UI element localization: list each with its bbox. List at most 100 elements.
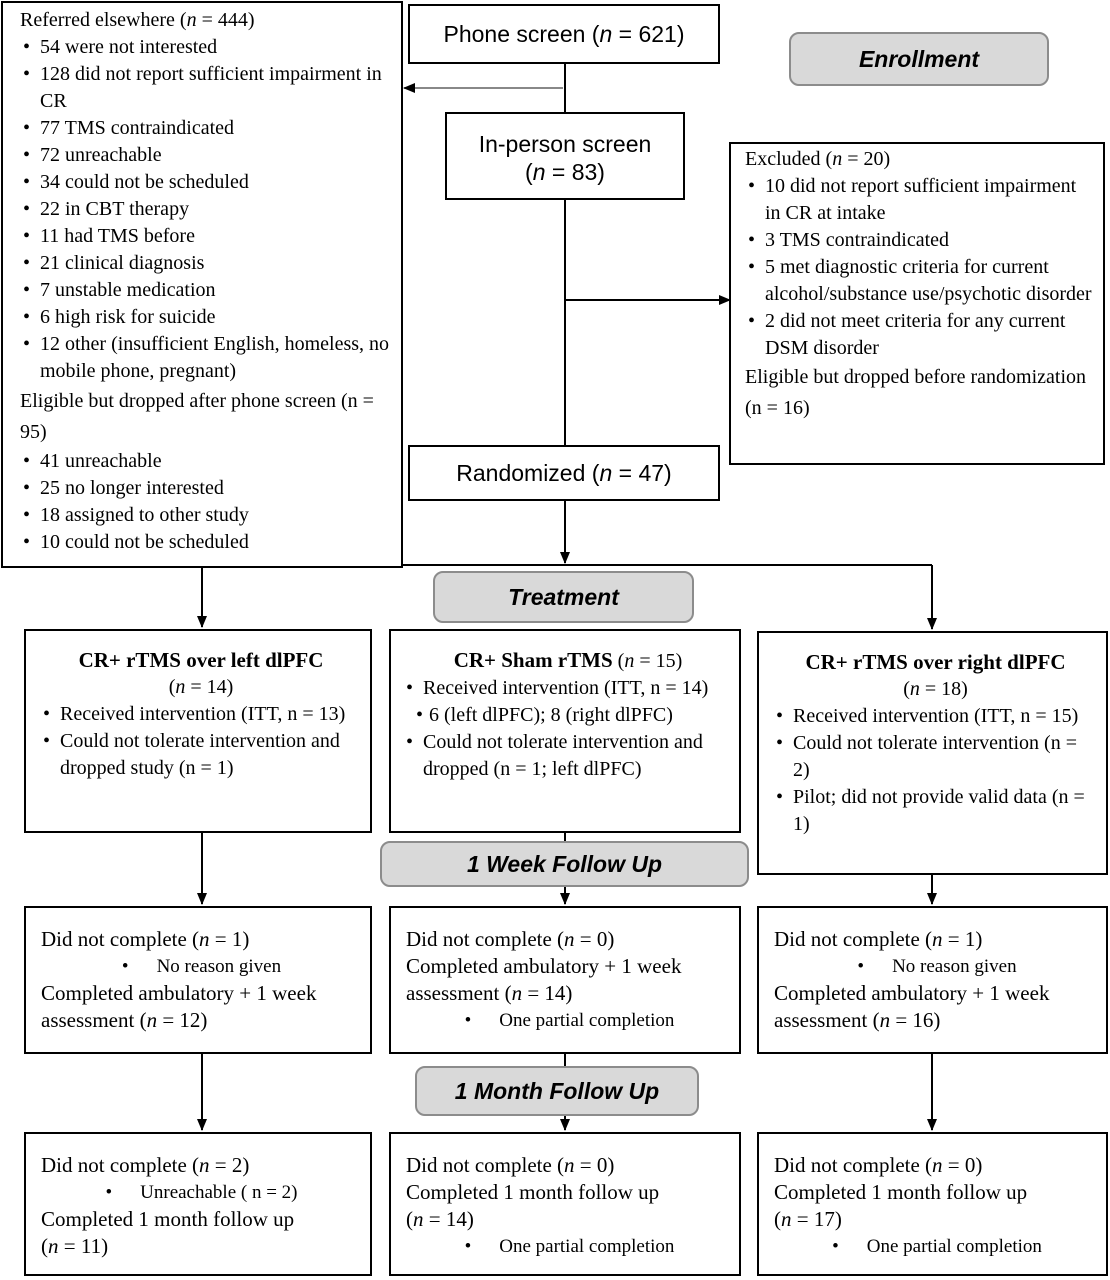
randomized-label: Randomized ( [456,460,600,486]
in-person-label: In-person screen [478,131,652,157]
month-left-dnc: Did not complete (n = 2) [41,1153,250,1177]
list-item: 12 other (insufficient English, homeless… [20,331,393,385]
week-sham-reasons: One partial completion [406,1007,733,1034]
referred-dropped-title: Eligible but dropped after phone screen … [20,390,374,443]
stage-enrollment: Enrollment [789,32,1049,86]
arm-right-n: (n = 18) [903,678,968,700]
week-right-completed: Completed ambulatory + 1 week assessment… [774,981,1050,1032]
referred-dropped-list: 41 unreachable 25 no longer interested 1… [20,448,393,556]
list-item: 25 no longer interested [20,475,393,502]
arm-right-box: CR+ rTMS over right dlPFC (n = 18) Recei… [757,631,1108,875]
list-item: 34 could not be scheduled [20,169,393,196]
month-right-dnc: Did not complete (n = 0) [774,1153,983,1177]
month-sham-completed-n: (n = 14) [406,1207,474,1231]
arm-right-list: Received intervention (ITT, n = 15) Coul… [773,703,1098,838]
list-item: 6 (left dlPFC); 8 (right dlPFC) [413,702,733,729]
arm-sham-box: CR+ Sham rTMS (n = 15) Received interven… [389,629,741,833]
list-item: 6 high risk for suicide [20,304,393,331]
list-item: 72 unreachable [20,142,393,169]
referred-reasons-list: 54 were not interested 128 did not repor… [20,34,393,385]
month-left-completed-n: (n = 11) [41,1234,109,1258]
excluded-box: Excluded (n = 20) 10 did not report suff… [729,142,1105,465]
list-item: 77 TMS contraindicated [20,115,393,142]
stage-treatment: Treatment [433,571,694,623]
week-sham-box: Did not complete (n = 0) Completed ambul… [389,906,741,1054]
month-right-reasons: One partial completion [774,1233,1100,1260]
list-item: One partial completion [406,1233,733,1260]
phone-screen-count: = 621) [612,21,685,47]
list-item: No reason given [41,953,362,980]
month-right-box: Did not complete (n = 0) Completed 1 mon… [757,1132,1108,1276]
arm-left-title: CR+ rTMS over left dlPFC [78,648,324,672]
n-symbol: n [599,460,613,486]
excluded-title: Excluded (n = 20) [745,148,891,170]
list-item: 18 assigned to other study [20,502,393,529]
in-person-screen-box: In-person screen (n = 83) [445,112,685,200]
month-right-completed-n: (n = 17) [774,1207,842,1231]
list-item: Could not tolerate intervention and drop… [40,728,362,782]
list-item: 2 did not meet criteria for any current … [745,308,1093,362]
referred-elsewhere-box: Referred elsewhere (n = 444) 54 were not… [1,1,403,568]
randomized-box: Randomized (n = 47) [408,445,720,501]
week-sham-completed: Completed ambulatory + 1 week assessment… [406,954,682,1005]
list-item: 22 in CBT therapy [20,196,393,223]
month-sham-reasons: One partial completion [406,1233,733,1260]
month-right-completed: Completed 1 month follow up [774,1180,1028,1204]
arm-sham-list: Received intervention (ITT, n = 14) 6 (l… [403,675,733,783]
list-item: 10 did not report sufficient impairment … [745,173,1093,227]
excluded-reasons-list: 10 did not report sufficient impairment … [745,173,1093,362]
stage-week-follow-up: 1 Week Follow Up [380,841,749,887]
referred-title: Referred elsewhere (n = 444) [20,9,255,31]
n-symbol: n [532,159,546,185]
list-item: 11 had TMS before [20,223,393,250]
stage-week-label: 1 Week Follow Up [466,850,663,877]
list-item: 54 were not interested [20,34,393,61]
phone-screen-label: Phone screen ( [443,21,600,47]
excluded-dropped: Eligible but dropped before randomizatio… [745,366,1087,419]
month-sham-box: Did not complete (n = 0) Completed 1 mon… [389,1132,741,1276]
list-item: 128 did not report sufficient impairment… [20,61,393,115]
list-item: Pilot; did not provide valid data (n = 1… [773,784,1098,838]
list-item: No reason given [774,953,1100,980]
n-symbol: n [599,21,613,47]
week-right-reasons: No reason given [774,953,1100,980]
list-item: 21 clinical diagnosis [20,250,393,277]
week-left-box: Did not complete (n = 1) No reason given… [24,906,372,1054]
arm-left-box: CR+ rTMS over left dlPFC (n = 14) Receiv… [24,629,372,833]
stage-month-follow-up: 1 Month Follow Up [415,1066,699,1116]
week-right-dnc: Did not complete (n = 1) [774,927,983,951]
stage-enrollment-label: Enrollment [858,45,980,72]
week-left-reasons: No reason given [41,953,362,980]
list-item: Received intervention (ITT, n = 13) [40,701,362,728]
week-sham-dnc: Did not complete (n = 0) [406,927,615,951]
month-left-box: Did not complete (n = 2) Unreachable ( n… [24,1132,372,1276]
stage-treatment-label: Treatment [508,583,619,610]
list-item: 41 unreachable [20,448,393,475]
arm-left-list: Received intervention (ITT, n = 13) Coul… [40,701,362,782]
randomized-count: = 47) [612,460,672,486]
list-item: Could not tolerate intervention (n = 2) [773,730,1098,784]
list-item: Received intervention (ITT, n = 14) [403,675,733,702]
list-item: 10 could not be scheduled [20,529,393,556]
list-item: Could not tolerate intervention and drop… [403,729,733,783]
list-item: 3 TMS contraindicated [745,227,1093,254]
month-left-reasons: Unreachable ( n = 2) [41,1179,362,1206]
arm-left-n: (n = 14) [168,676,234,698]
list-item: One partial completion [774,1233,1100,1260]
week-left-dnc: Did not complete (n = 1) [41,927,250,951]
list-item: One partial completion [406,1007,733,1034]
week-left-completed: Completed ambulatory + 1 week assessment… [41,981,317,1032]
list-item: Unreachable ( n = 2) [41,1179,362,1206]
stage-month-label: 1 Month Follow Up [454,1077,660,1104]
list-item: Received intervention (ITT, n = 15) [773,703,1098,730]
week-right-box: Did not complete (n = 1) No reason given… [757,906,1108,1054]
in-person-count: = 83) [545,159,605,185]
arm-sham-title: CR+ Sham rTMS (n = 15) [453,648,683,672]
month-sham-dnc: Did not complete (n = 0) [406,1153,615,1177]
month-left-completed: Completed 1 month follow up [41,1207,295,1231]
phone-screen-box: Phone screen (n = 621) [408,4,720,64]
month-sham-completed: Completed 1 month follow up [406,1180,660,1204]
arm-right-title: CR+ rTMS over right dlPFC [805,650,1066,674]
list-item: 7 unstable medication [20,277,393,304]
list-item: 5 met diagnostic criteria for current al… [745,254,1093,308]
